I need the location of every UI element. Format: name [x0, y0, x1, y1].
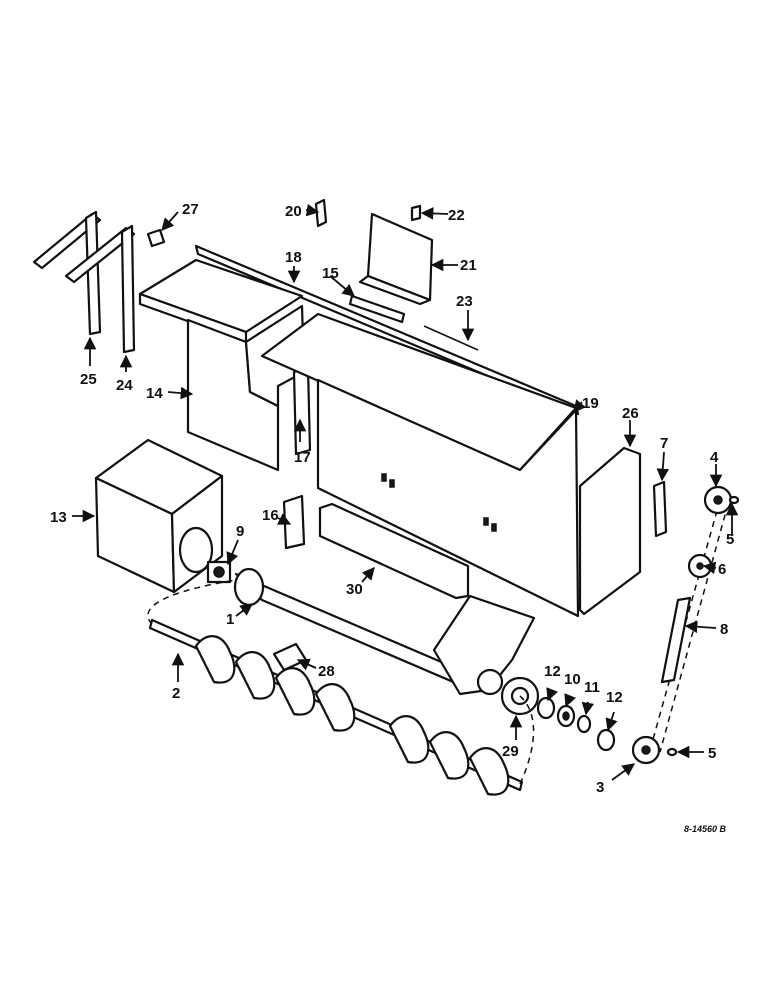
auger-2: [147, 579, 535, 796]
callout-10: 10: [564, 671, 581, 688]
callout-12b: 12: [606, 689, 623, 706]
callout-13: 13: [50, 509, 67, 526]
support-bracket-24: [64, 224, 136, 354]
callout-labels: 25 24 27 14 18 15 20 22 21 23 19 17 26 7…: [50, 201, 734, 834]
spout: [432, 594, 536, 696]
clamp-28: [272, 642, 308, 672]
collar-11: [576, 714, 592, 734]
callout-7: 7: [660, 435, 668, 452]
channel-30: [318, 502, 470, 600]
callout-20: 20: [285, 203, 302, 220]
top-rail-18: [194, 244, 580, 416]
callout-3: 3: [596, 779, 604, 796]
callout-8: 8: [720, 621, 728, 638]
callout-30: 30: [346, 581, 363, 598]
strip-15: [348, 294, 406, 324]
sprocket-3: [631, 735, 661, 765]
callout-21: 21: [460, 257, 477, 274]
callout-24: 24: [116, 377, 133, 394]
callout-12a: 12: [544, 663, 561, 680]
leader-arrows: [72, 203, 739, 781]
callout-23: 23: [456, 293, 473, 310]
bracket-7: [652, 480, 668, 538]
rod-23: [423, 325, 479, 351]
clip-27: [146, 228, 166, 248]
callout-4: 4: [710, 449, 719, 466]
callout-17: 17: [294, 449, 311, 466]
callout-16: 16: [262, 507, 279, 524]
callout-9: 9: [236, 523, 244, 540]
callout-19: 19: [582, 395, 599, 412]
bearing-9: [206, 560, 232, 584]
callout-1: 1: [226, 611, 234, 628]
callout-15: 15: [322, 265, 339, 282]
callout-11: 11: [584, 679, 600, 696]
callout-2: 2: [172, 685, 180, 702]
side-cover-26: [578, 446, 642, 616]
chain-8: [649, 499, 729, 753]
bearing-10: [556, 704, 576, 728]
callout-28: 28: [318, 663, 335, 680]
washer-12a: [536, 696, 556, 720]
sprocket-4: [703, 485, 733, 515]
hinge-bracket-17: [292, 366, 312, 456]
washer-12b: [596, 728, 616, 752]
callout-6: 6: [718, 561, 726, 578]
callout-5a: 5: [726, 531, 734, 548]
left-housing-14: [138, 258, 306, 472]
callout-27: 27: [182, 201, 199, 218]
box-13: [94, 438, 224, 594]
callout-5b: 5: [708, 745, 716, 762]
key-5a: [728, 495, 740, 505]
fastener-22: [410, 204, 422, 222]
callout-14: 14: [146, 385, 163, 402]
support-bracket-25: [32, 210, 102, 336]
callout-29: 29: [502, 743, 519, 760]
fastener-20: [314, 198, 328, 228]
main-panel-19: [260, 312, 580, 618]
bracket-16: [282, 494, 306, 550]
callout-25: 25: [80, 371, 97, 388]
drawing-number: 8-14560 B: [684, 824, 727, 834]
callout-18: 18: [285, 249, 302, 266]
hopper-bracket-21: [358, 212, 434, 306]
callout-26: 26: [622, 405, 639, 422]
callout-22: 22: [448, 207, 465, 224]
key-5b: [666, 747, 678, 757]
